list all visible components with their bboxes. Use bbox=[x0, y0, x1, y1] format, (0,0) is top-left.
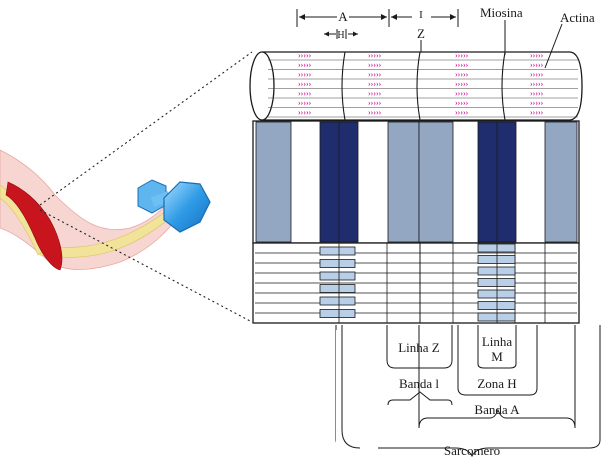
striation-panel bbox=[252, 120, 580, 244]
actin-chevron: ››››› bbox=[530, 80, 544, 89]
actin-chevron: ››››› bbox=[368, 99, 382, 108]
actin-chevron: ››››› bbox=[368, 80, 382, 89]
biceps-muscle bbox=[5, 181, 63, 271]
myofibril-cylinder: ››››››››››››››››››››››››››››››››››››››››… bbox=[249, 51, 583, 121]
light-band bbox=[387, 121, 420, 243]
dumbbell-icon bbox=[137, 179, 211, 233]
actin-chevron: ››››› bbox=[368, 61, 382, 70]
actin-chevron: ››››› bbox=[298, 51, 312, 60]
myosin-block bbox=[319, 246, 356, 256]
actin-chevron: ››››› bbox=[455, 99, 469, 108]
actin-chevron: ››››› bbox=[368, 108, 382, 117]
label-linha-m-1: Linha bbox=[482, 334, 513, 349]
actin-chevron: ››››› bbox=[298, 70, 312, 79]
myosin-block bbox=[477, 312, 516, 322]
myosin-block bbox=[319, 259, 356, 268]
actin-chevron: ››››› bbox=[455, 89, 469, 98]
myosin-block bbox=[477, 289, 516, 299]
cylinder-body bbox=[262, 51, 583, 121]
actin-chevron: ››››› bbox=[530, 61, 544, 70]
myosin-block bbox=[319, 309, 356, 318]
actin-chevrons: ››››››››››››››››››››››››››››››››››››››››… bbox=[298, 51, 544, 117]
sarcomero-brace bbox=[341, 325, 601, 458]
actin-chevron: ››››› bbox=[530, 108, 544, 117]
label-sarcomero: Sarcomero bbox=[444, 443, 500, 458]
cylinder-arrowheads bbox=[299, 14, 456, 37]
actin-chevron: ››››› bbox=[298, 61, 312, 70]
label-miosina: Miosina bbox=[480, 5, 523, 20]
actin-chevron: ››››› bbox=[368, 70, 382, 79]
actin-chevron: ››››› bbox=[455, 61, 469, 70]
myosin-block bbox=[477, 255, 516, 264]
projection-line-top bbox=[39, 51, 253, 206]
light-band bbox=[418, 121, 454, 243]
actin-chevron: ››››› bbox=[368, 89, 382, 98]
z-disk-line bbox=[416, 51, 421, 121]
light-band bbox=[255, 121, 292, 243]
actin-chevron: ››››› bbox=[298, 80, 312, 89]
myosin-block bbox=[319, 296, 356, 306]
filament-schematic bbox=[252, 242, 580, 324]
actin-chevron: ››››› bbox=[455, 70, 469, 79]
myosin-block bbox=[319, 271, 356, 281]
light-band bbox=[544, 121, 578, 243]
actin-chevron: ››››› bbox=[530, 99, 544, 108]
actin-chevron: ››››› bbox=[368, 51, 382, 60]
actin-chevron: ››››› bbox=[530, 89, 544, 98]
actin-chevron: ››››› bbox=[455, 80, 469, 89]
myosin-block bbox=[477, 266, 516, 276]
actin-chevron: ››››› bbox=[298, 89, 312, 98]
label-linha-m-2: M bbox=[491, 349, 503, 364]
actin-chevron: ››››› bbox=[530, 70, 544, 79]
label-banda-a: Banda A bbox=[474, 402, 520, 417]
myosin-block bbox=[477, 243, 516, 253]
z-disk-curves bbox=[341, 51, 506, 121]
label-zona-h: Zona H bbox=[477, 376, 516, 391]
actin-chevron: ››››› bbox=[298, 108, 312, 117]
label-h: H bbox=[337, 30, 344, 41]
label-z: Z bbox=[417, 26, 425, 41]
cylinder-end bbox=[249, 51, 275, 121]
label-linha-z: Linha Z bbox=[398, 340, 440, 355]
z-disk-line bbox=[341, 51, 346, 121]
fiber-lines bbox=[268, 59, 578, 118]
actin-chevron: ››››› bbox=[455, 108, 469, 117]
label-a: A bbox=[338, 9, 348, 24]
myosin-block bbox=[477, 301, 516, 310]
myosin-block bbox=[477, 278, 516, 287]
actin-chevron: ››››› bbox=[455, 51, 469, 60]
myosin-block bbox=[319, 284, 356, 293]
arm-illustration bbox=[0, 149, 211, 271]
label-i: I bbox=[419, 9, 423, 21]
label-banda-i: Banda l bbox=[399, 376, 439, 391]
actin-chevron: ››››› bbox=[530, 51, 544, 60]
label-actina: Actina bbox=[560, 10, 595, 25]
z-disk-line bbox=[501, 51, 506, 121]
actin-chevron: ››››› bbox=[298, 99, 312, 108]
